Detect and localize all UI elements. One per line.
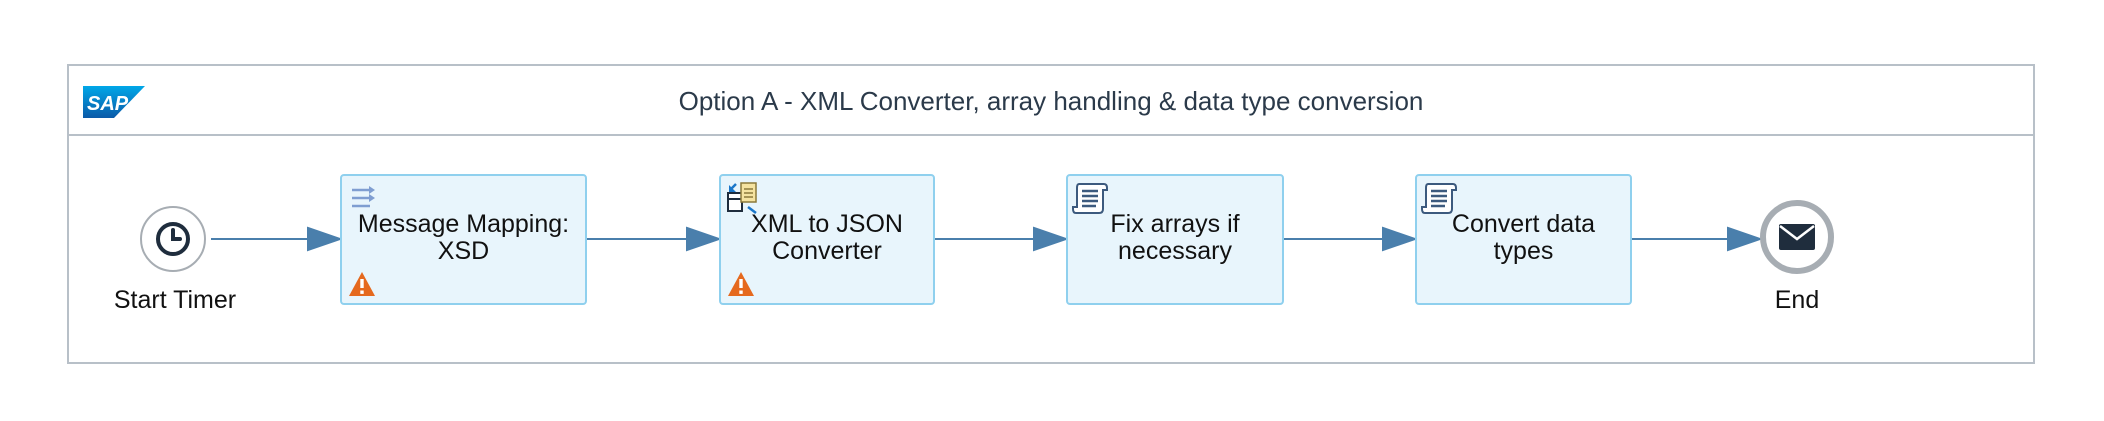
task-fix-arrays[interactable]: Fix arrays if necessary (1066, 174, 1284, 305)
task-label: Convert data types (1451, 209, 1596, 265)
mapping-icon (352, 186, 375, 208)
start-timer-label: Start Timer (113, 286, 237, 314)
end-message-event[interactable] (1760, 200, 1834, 274)
converter-icon (727, 182, 757, 214)
start-timer-event[interactable] (140, 206, 206, 272)
task-label: Message Mapping: XSD (357, 209, 570, 265)
end-label: End (1774, 286, 1820, 314)
sap-logo: SAP (83, 86, 145, 118)
script-icon (1421, 183, 1457, 214)
task-message-mapping[interactable]: Message Mapping: XSD (340, 174, 587, 305)
script-icon (1072, 183, 1108, 214)
task-label: Fix arrays if necessary (1110, 209, 1240, 265)
svg-text:SAP: SAP (87, 93, 129, 115)
warning-icon[interactable] (727, 271, 755, 297)
warning-icon[interactable] (348, 271, 376, 297)
envelope-icon (1779, 224, 1815, 250)
clock-icon (156, 222, 190, 256)
pool-header: SAP Option A - XML Converter, array hand… (69, 66, 2033, 136)
pool-title: Option A - XML Converter, array handling… (678, 86, 1424, 116)
task-convert-data-types[interactable]: Convert data types (1415, 174, 1632, 305)
task-label: XML to JSON Converter (751, 209, 903, 265)
task-xml-to-json-converter[interactable]: XML to JSON Converter (719, 174, 935, 305)
